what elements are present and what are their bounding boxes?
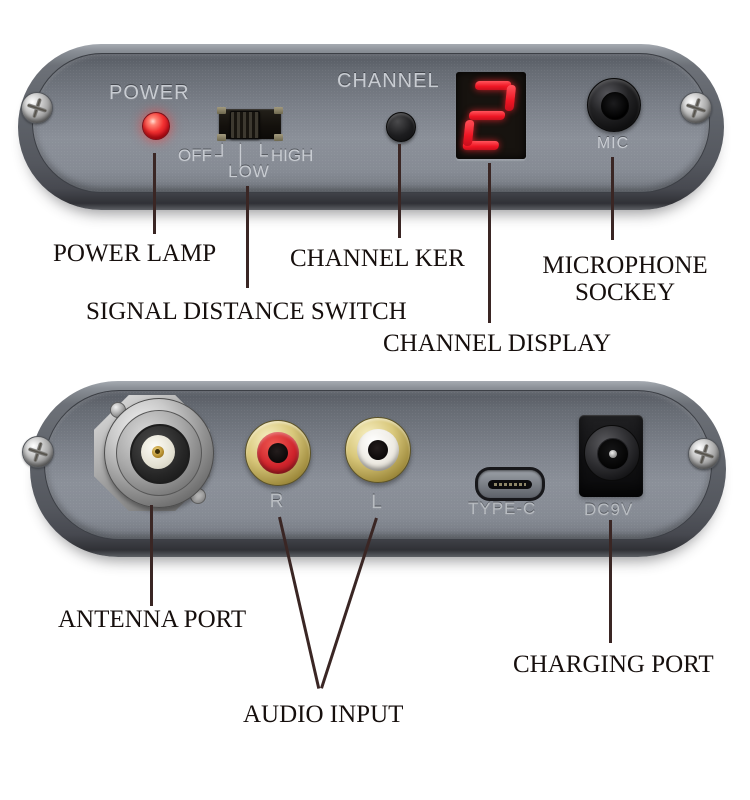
typec-label: TYPE-C bbox=[468, 499, 537, 518]
leader-line-power-lamp bbox=[153, 153, 156, 234]
channel-display: 2 bbox=[456, 72, 526, 159]
signal-distance-switch bbox=[217, 107, 283, 141]
microphone-jack bbox=[587, 78, 641, 132]
switch-low-label: LOW bbox=[228, 162, 270, 181]
dc-label: DC9V bbox=[584, 500, 634, 519]
usb-type-c-port bbox=[475, 467, 545, 501]
rca-ring bbox=[257, 432, 299, 474]
screw-front-right bbox=[680, 92, 712, 124]
channel-button bbox=[386, 112, 416, 142]
bnc-center-pin bbox=[152, 446, 164, 458]
display-segment-g bbox=[468, 111, 506, 120]
usb-c-slot bbox=[488, 479, 532, 489]
jack-hole bbox=[601, 92, 629, 120]
screw-rear-left bbox=[22, 436, 54, 468]
switch-off-label: OFF bbox=[178, 146, 212, 165]
callout-power-lamp: POWER LAMP bbox=[53, 240, 217, 267]
dc-pin bbox=[609, 450, 617, 458]
screw-rear-right bbox=[688, 438, 720, 470]
leader-line-antenna bbox=[150, 505, 153, 606]
power-label: POWER bbox=[109, 82, 190, 104]
dc-barrel bbox=[584, 425, 640, 481]
rca-hole bbox=[368, 440, 388, 460]
channel-display-value: 2 bbox=[456, 72, 457, 73]
leader-line-switch bbox=[246, 186, 249, 288]
callout-microphone-socket-line2: SOCKEY bbox=[574, 279, 675, 306]
leader-line-mic bbox=[611, 157, 614, 240]
switch-high-label: HIGH bbox=[270, 146, 314, 165]
callout-charging-port: CHARGING PORT bbox=[513, 651, 714, 678]
switch-knob bbox=[230, 111, 260, 139]
rca-ring bbox=[357, 429, 399, 471]
channel-label: CHANNEL bbox=[337, 70, 440, 92]
callout-channel-key: CHANNEL KER bbox=[290, 245, 465, 272]
rca-right-label: R bbox=[269, 491, 285, 512]
leader-line-charging bbox=[609, 520, 612, 643]
dc-hole bbox=[597, 438, 629, 470]
callout-signal-distance-switch: SIGNAL DISTANCE SWITCH bbox=[86, 298, 407, 325]
callout-microphone-socket-line1: MICROPHONE bbox=[542, 252, 708, 279]
rca-jack-left bbox=[345, 417, 411, 483]
callout-channel-display: CHANNEL DISPLAY bbox=[383, 330, 612, 357]
display-segment-b bbox=[504, 85, 517, 111]
leader-line-channel-display bbox=[488, 163, 491, 323]
rca-left-label: L bbox=[371, 492, 383, 513]
rca-jack-right bbox=[245, 420, 311, 486]
usb-c-pins bbox=[494, 482, 526, 486]
power-led bbox=[142, 112, 170, 140]
switch-mark-mid-icon: │ bbox=[235, 144, 248, 167]
switch-mark-left-icon: ┘ bbox=[215, 144, 230, 167]
callout-audio-input: AUDIO INPUT bbox=[243, 701, 404, 728]
mic-label: MIC bbox=[596, 135, 630, 152]
screw-front-left bbox=[21, 92, 53, 124]
callout-microphone-socket: MICROPHONE SOCKEY bbox=[535, 252, 715, 306]
leader-line-channel-key bbox=[398, 144, 401, 238]
rca-hole bbox=[268, 443, 288, 463]
callout-antenna-port: ANTENNA PORT bbox=[58, 606, 247, 633]
dc-power-jack bbox=[579, 415, 643, 497]
switch-markings: OFF ┘ │ └ HIGH bbox=[178, 146, 313, 166]
switch-mark-right-icon: └ bbox=[253, 144, 268, 167]
seven-segment-digit bbox=[462, 80, 519, 151]
